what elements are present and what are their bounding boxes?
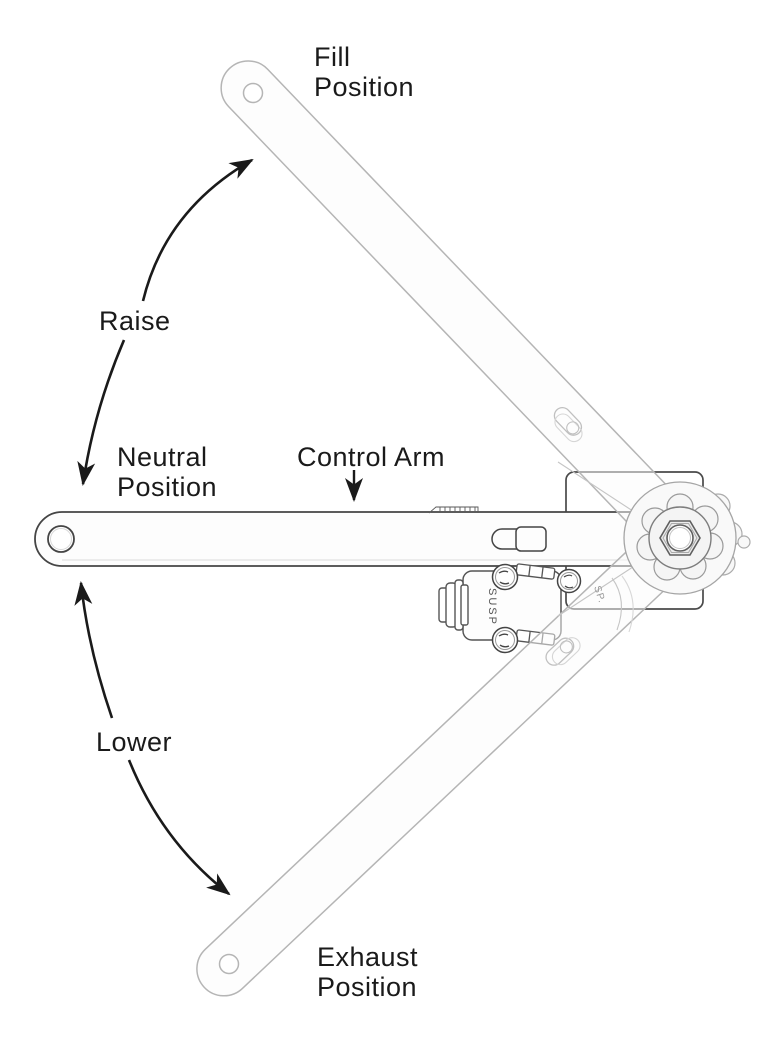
arm-marking-text: SP. xyxy=(591,585,607,605)
arm-end-hole xyxy=(47,525,75,553)
arm-adjustment-slot xyxy=(491,526,547,552)
screw-bottom xyxy=(491,626,519,654)
svg-text:Exhaust: Exhaust xyxy=(317,942,418,972)
raise-arc-arrow xyxy=(77,158,254,486)
valve-marking-text: SUSP xyxy=(486,588,498,626)
exhaust-position-label: Exhaust Position xyxy=(317,942,418,1002)
control-arm-label: Control Arm xyxy=(297,442,445,472)
svg-text:Position: Position xyxy=(117,472,217,502)
screw-top-left xyxy=(491,563,519,591)
screw-top-right xyxy=(556,568,582,594)
svg-text:Position: Position xyxy=(314,72,414,102)
hub-center-hole xyxy=(666,524,694,552)
pivot-hub xyxy=(623,481,751,595)
arm-end-hole xyxy=(218,953,240,975)
knurled-tab xyxy=(428,506,479,514)
lower-arc-arrow xyxy=(74,581,231,896)
fill-position-label: Fill Position xyxy=(314,42,414,102)
arm-taper-lines xyxy=(557,461,643,633)
raise-label: Raise xyxy=(99,306,171,336)
arm-slot xyxy=(545,637,581,666)
svg-text:Fill: Fill xyxy=(314,42,351,72)
air-port-fitting xyxy=(438,579,469,631)
lower-label: Lower xyxy=(96,727,172,757)
svg-text:Neutral: Neutral xyxy=(117,442,208,472)
labels: Fill Position Raise Neutral Position Con… xyxy=(96,42,445,1002)
control-arm-neutral xyxy=(34,506,701,567)
arm-slot xyxy=(553,406,583,443)
clamp-band-top xyxy=(515,563,556,580)
neutral-position-label: Neutral Position xyxy=(117,442,217,502)
svg-text:Position: Position xyxy=(317,972,417,1002)
arm-end-hole xyxy=(242,82,264,104)
